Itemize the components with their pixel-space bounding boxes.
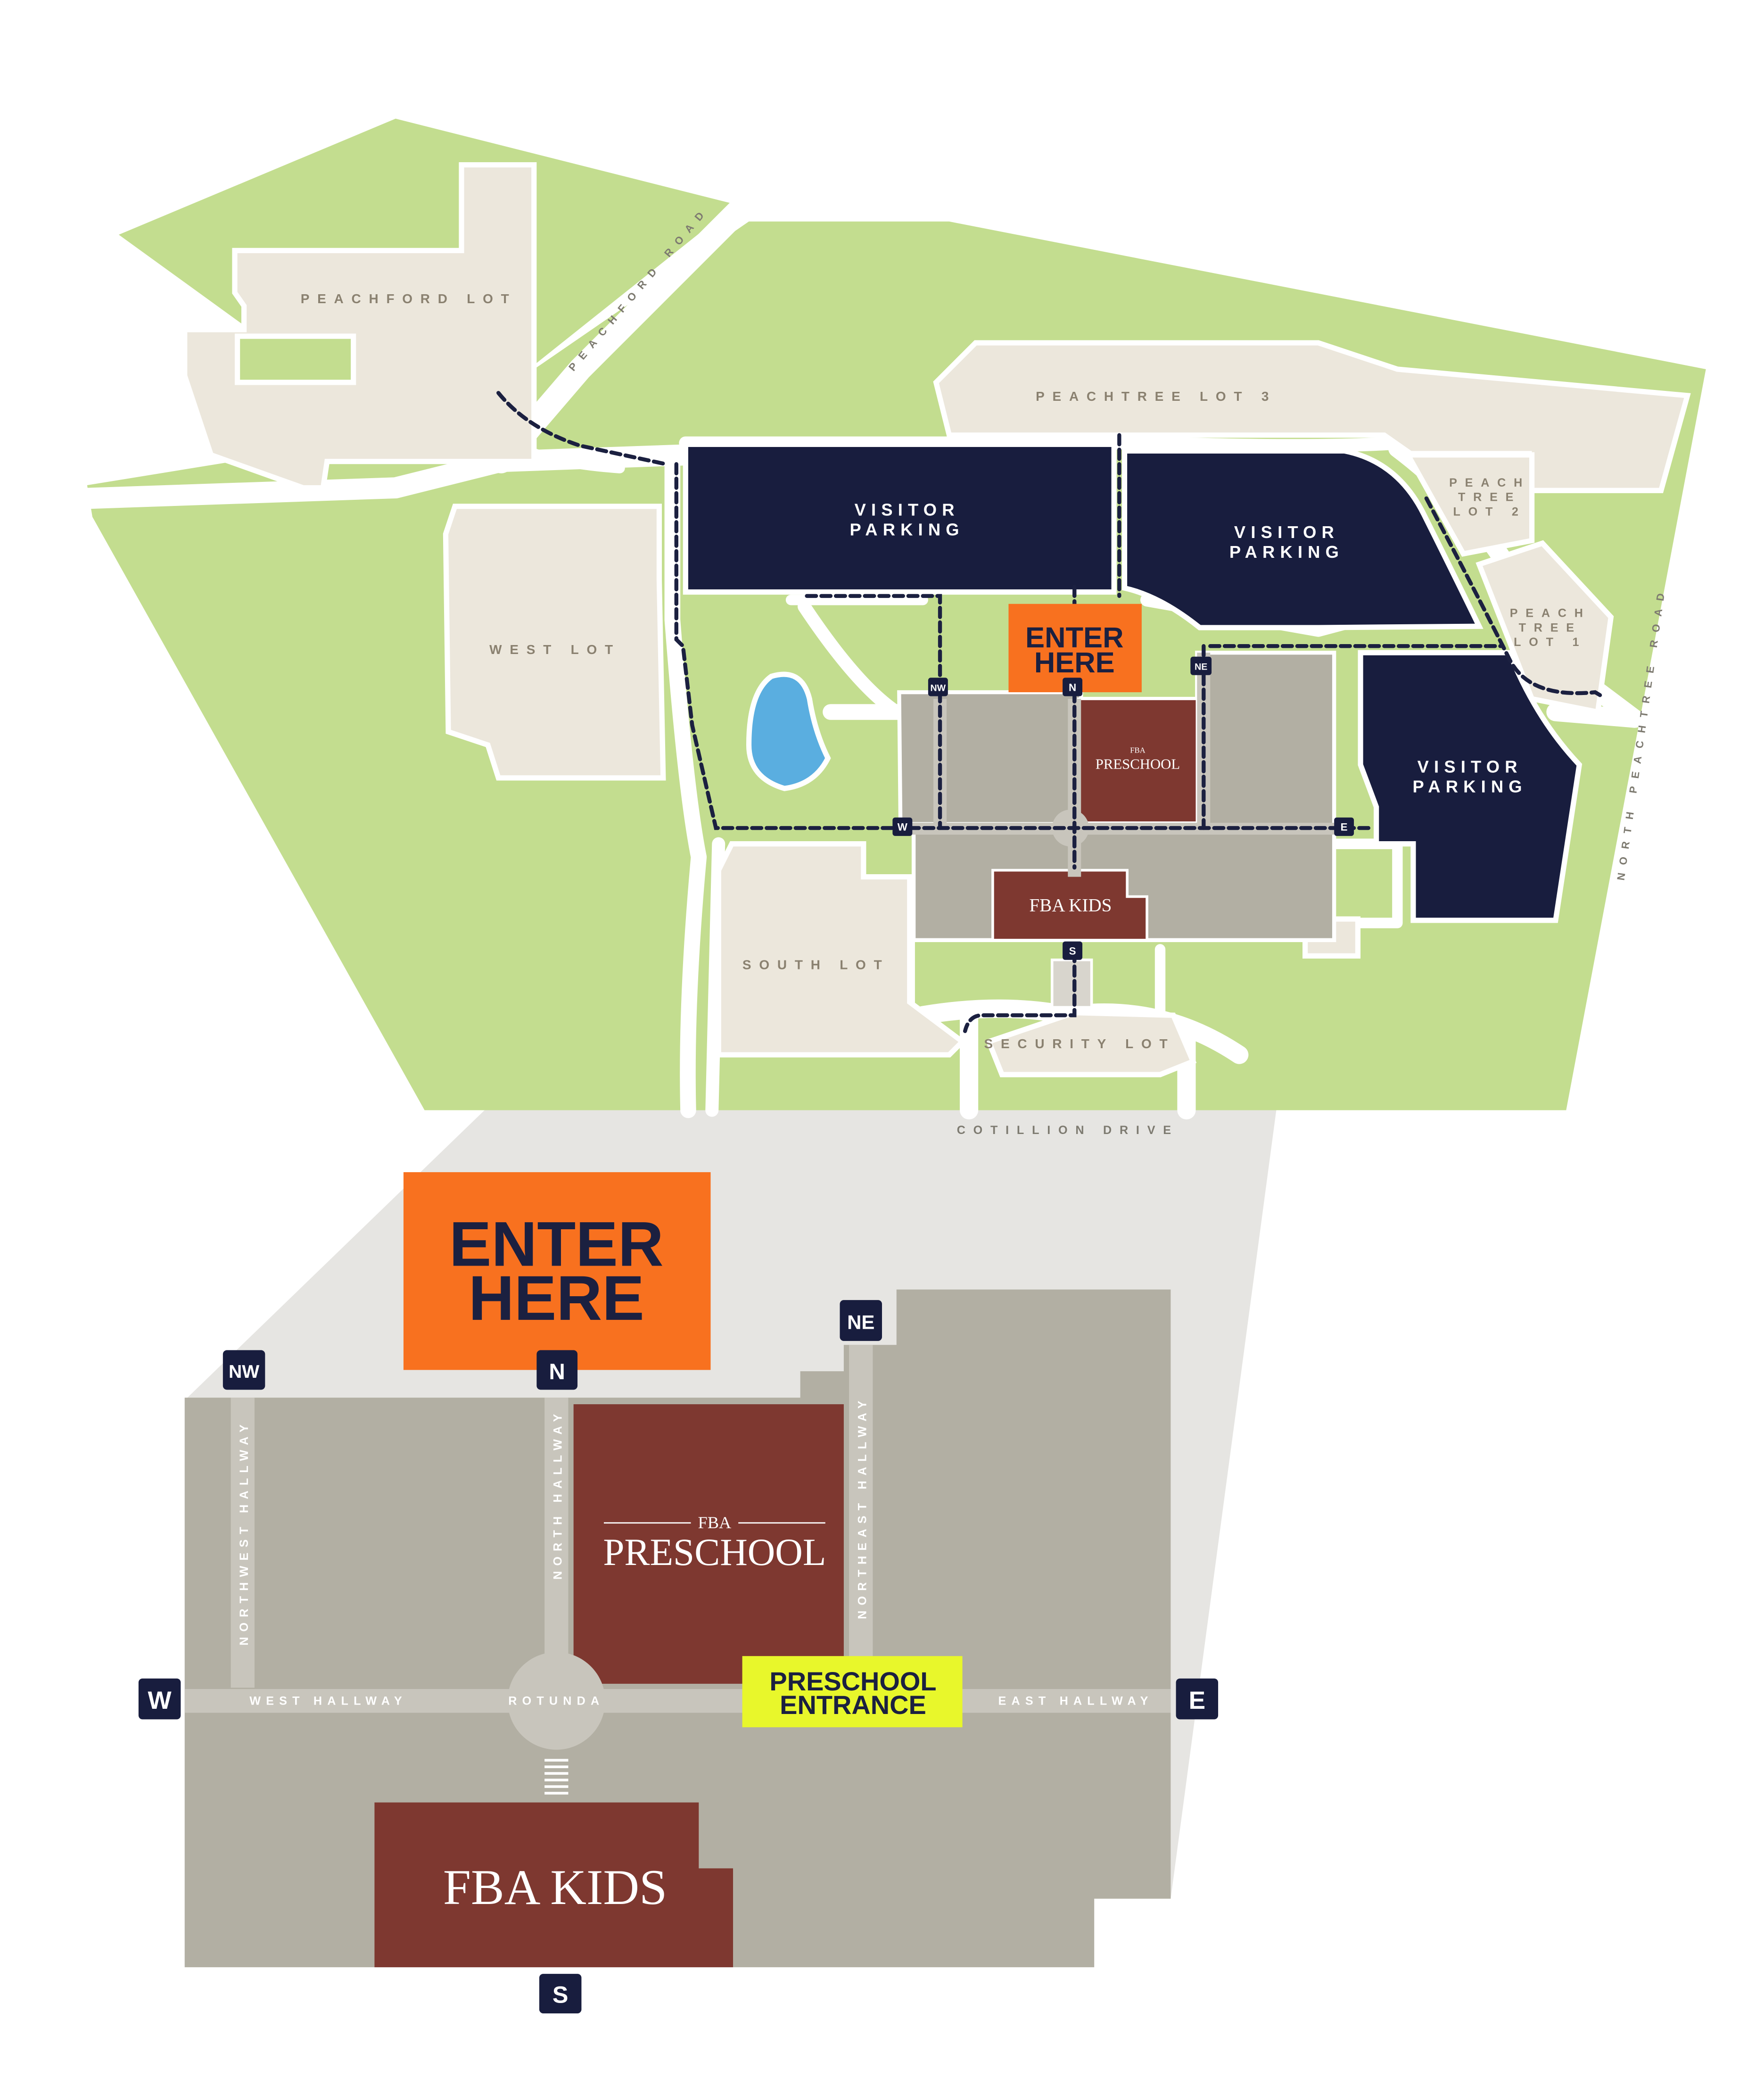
- site-badge-nw-label: NW: [931, 683, 946, 693]
- northeast-hallway: [849, 1345, 873, 1688]
- floor-preschool-block: [573, 1404, 844, 1684]
- floor-badge-nw-label: NW: [229, 1362, 259, 1382]
- floor-badge-w-label: W: [148, 1687, 172, 1714]
- floor-kids-label: FBA KIDS: [443, 1859, 667, 1915]
- west-hallway-label: WEST HALLWAY: [249, 1695, 407, 1708]
- walking-paths: [496, 391, 1604, 1033]
- peachtree-lot-3-label: PEACHTREE LOT 3: [1036, 389, 1277, 404]
- peachford-lot-label: PEACHFORD LOT: [301, 291, 517, 306]
- west-lot-label: WEST LOT: [489, 642, 621, 657]
- floor-badge-n: [536, 1350, 578, 1390]
- site-badge-ne-label: NE: [1195, 662, 1207, 672]
- preschool-entrance-box: [742, 1656, 963, 1728]
- preschool-entrance-line1: PRESCHOOL: [769, 1666, 936, 1696]
- cotillion-drive-label: COTILLION DRIVE: [957, 1124, 1179, 1137]
- site-badge-s-label: S: [1069, 945, 1076, 957]
- floor-badge-ne-label: NE: [847, 1311, 874, 1333]
- peachtree-lot-1-label-3: LOT 1: [1514, 636, 1587, 649]
- site-enter-here-line1: ENTER: [1025, 621, 1123, 654]
- floor-preschool-small: FBA: [698, 1513, 732, 1532]
- west-lot: [443, 504, 666, 781]
- visitor-parking-e-label-1: VISITOR: [1418, 757, 1523, 777]
- pond: [746, 671, 831, 791]
- floor-plan: NORTHWEST HALLWAY NORTH HALLWAY NORTHEAS…: [138, 1172, 1219, 2013]
- visitor-parking-areas: [683, 441, 1583, 923]
- site-badge-e: [1334, 817, 1354, 836]
- northwest-hallway-label: NORTHWEST HALLWAY: [238, 1419, 251, 1646]
- floor-badge-nw: [223, 1350, 265, 1390]
- site-kids-block: [991, 869, 1148, 942]
- floor-kids-block: [374, 1802, 734, 1968]
- floor-badge-ne: [840, 1300, 882, 1341]
- peachtree-lot-2: [1403, 452, 1535, 557]
- visitor-parking-north-west: [683, 441, 1117, 595]
- parking-lots: [182, 162, 1691, 1077]
- peachford-lot: [182, 162, 537, 491]
- rotunda: [507, 1652, 605, 1750]
- visitor-parking-nw-label-2: PARKING: [850, 520, 964, 539]
- east-hallway-label: EAST HALLWAY: [998, 1695, 1154, 1708]
- site-badge-e-label: E: [1341, 821, 1348, 833]
- south-steps: [544, 1759, 569, 1795]
- enter-here-line1: ENTER: [449, 1209, 664, 1279]
- site-badge-n: [1063, 678, 1083, 696]
- main-building-site: [897, 650, 1336, 1009]
- visitor-parking-e-label-2: PARKING: [1413, 777, 1527, 796]
- peachtree-lot-2-label-2: TREE: [1458, 491, 1521, 504]
- visitor-parking-ne-label-2: PARKING: [1229, 542, 1344, 562]
- site-badge-nw: [928, 678, 948, 696]
- site-south-walk: [1050, 958, 1093, 1009]
- enter-here-box: [403, 1172, 711, 1370]
- north-hallway: [544, 1398, 569, 1677]
- south-lot-label: SOUTH LOT: [742, 957, 890, 972]
- enter-here-line2: HERE: [469, 1263, 644, 1333]
- peachford-lot-hole: [235, 333, 356, 385]
- site-badge-n-label: N: [1069, 681, 1076, 693]
- site-kids-label: FBA KIDS: [1029, 895, 1112, 915]
- northwest-hallway: [231, 1398, 255, 1688]
- peachtree-lot-2-label-1: PEACH: [1449, 476, 1530, 489]
- site-enter-here-line2: HERE: [1034, 646, 1115, 679]
- visitor-parking-north-east: [1121, 448, 1484, 630]
- floor-badge-e-label: E: [1189, 1687, 1205, 1714]
- floor-badge-n-label: N: [549, 1359, 565, 1384]
- floor-preschool-big: PRESCHOOL: [603, 1531, 826, 1573]
- site-entrance-badges: NW N NE W E S: [892, 656, 1354, 960]
- north-hallway-label: NORTH HALLWAY: [551, 1408, 564, 1580]
- preschool-entrance-line2: ENTRANCE: [780, 1690, 926, 1720]
- floor-badge-s-label: S: [552, 1981, 569, 2008]
- site-enter-here-box: [1008, 604, 1142, 693]
- east-west-hallway: [184, 1689, 1171, 1713]
- northeast-hallway-label: NORTHEAST HALLWAY: [856, 1396, 869, 1619]
- floor-badge-w: [138, 1678, 181, 1720]
- peachtree-lot-2-label-3: LOT 2: [1453, 505, 1526, 518]
- site-badge-s: [1063, 941, 1083, 960]
- site-badge-ne: [1190, 656, 1212, 675]
- floor-badge-s: [539, 1974, 582, 2013]
- visitor-parking-ne-label-1: VISITOR: [1234, 522, 1339, 542]
- floor-badge-e: [1176, 1678, 1219, 1720]
- site-preschool-big: PRESCHOOL: [1096, 756, 1180, 772]
- peachtree-lot-1-label-2: TREE: [1519, 621, 1582, 634]
- south-lot: [716, 841, 967, 1058]
- rotunda-label: ROTUNDA: [508, 1695, 604, 1708]
- site-badge-w-label: W: [898, 821, 908, 833]
- site-badge-w: [892, 817, 913, 836]
- security-lot-label: SECURITY LOT: [984, 1036, 1176, 1051]
- site-preschool-small: FBA: [1130, 746, 1146, 755]
- visitor-parking-nw-label-1: VISITOR: [855, 500, 960, 519]
- peachtree-lot-1-label-1: PEACH: [1510, 607, 1591, 620]
